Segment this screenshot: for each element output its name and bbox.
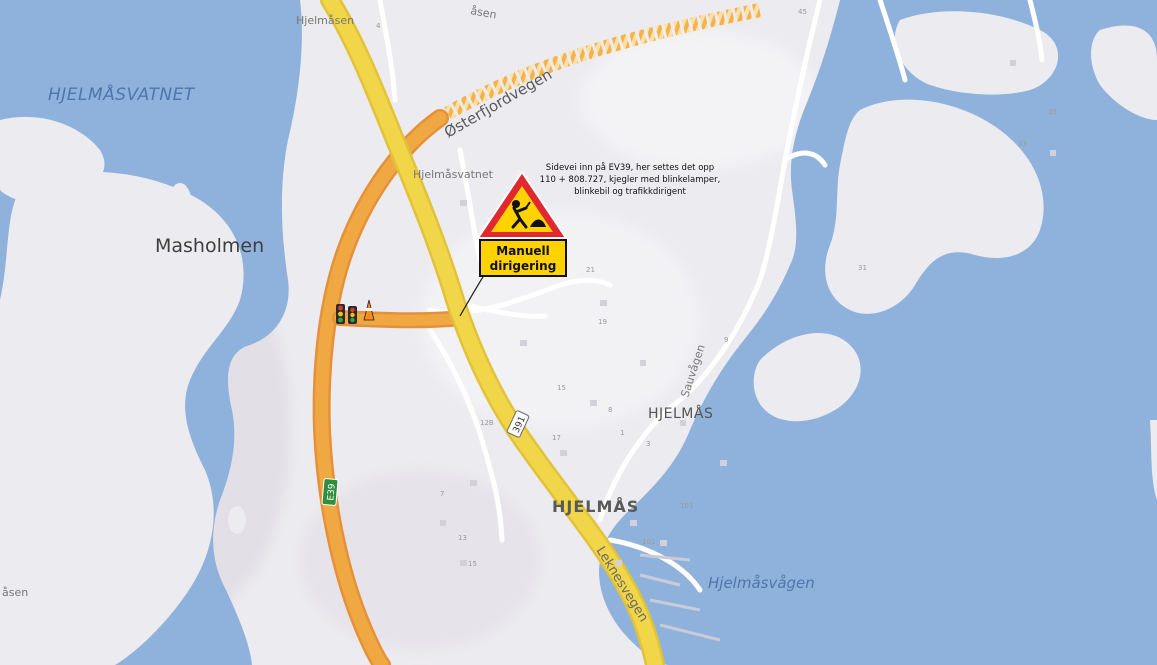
buildings <box>440 60 1056 566</box>
fjord-water <box>599 0 1157 665</box>
manual-direction-sign[interactable]: Manuell dirigering <box>479 239 567 277</box>
traffic-cone-icon[interactable] <box>363 299 375 321</box>
label-top-fragment: åsen <box>469 4 497 21</box>
svg-text:15: 15 <box>468 560 477 568</box>
svg-text:9: 9 <box>724 336 728 344</box>
svg-text:101: 101 <box>680 502 693 510</box>
label-lake: HJELMÅSVATNET <box>48 83 196 105</box>
label-hjelmasen-top: Hjelmåsen <box>296 14 354 27</box>
svg-text:21: 21 <box>586 266 595 274</box>
svg-text:12B: 12B <box>480 419 494 427</box>
main-road <box>320 0 665 665</box>
svg-text:blinkebil og trafikkdirigent: blinkebil og trafikkdirigent <box>574 187 686 197</box>
svg-text:3: 3 <box>646 440 650 448</box>
svg-text:19: 19 <box>598 318 607 326</box>
house-numbers: 4 45 35 33 21 19 15 17 3 12B 31 101 101 … <box>376 8 1057 568</box>
route-shield-e39: E39 <box>321 478 339 506</box>
svg-text:E39: E39 <box>326 483 337 501</box>
svg-text:17: 17 <box>552 434 561 442</box>
harbour-piers <box>639 553 721 642</box>
road-osterfjordvegen-tunnel <box>436 3 762 125</box>
svg-text:33: 33 <box>1018 140 1027 148</box>
svg-text:31: 31 <box>858 264 867 272</box>
svg-text:4: 4 <box>376 22 381 30</box>
svg-text:110 + 808.727, kjegler med bli: 110 + 808.727, kjegler med blinkelamper, <box>540 175 721 185</box>
svg-text:15: 15 <box>557 384 566 392</box>
label-edge-left: åsen <box>2 586 28 599</box>
svg-text:7: 7 <box>440 490 444 498</box>
svg-text:1: 1 <box>620 429 624 437</box>
label-hjelmas-village: HJELMÅS <box>552 497 639 516</box>
svg-text:Sidevei inn på EV39, her sette: Sidevei inn på EV39, her settes det opp <box>546 162 714 173</box>
label-masholmen: Masholmen <box>155 235 264 257</box>
svg-text:45: 45 <box>798 8 807 16</box>
lake-water <box>0 0 302 665</box>
svg-text:8: 8 <box>608 406 612 414</box>
roadworks-warning-icon[interactable] <box>477 171 567 239</box>
svg-text:13: 13 <box>458 534 467 542</box>
label-hjelmasvatnet-place: Hjelmåsvatnet <box>413 168 494 181</box>
svg-text:dirigering: dirigering <box>490 259 557 273</box>
label-hjelmas-upper: HJELMÅS <box>648 405 713 422</box>
traffic-light-icon[interactable] <box>336 304 345 324</box>
svg-text:35: 35 <box>1048 108 1057 116</box>
traffic-light-icon[interactable] <box>348 306 357 324</box>
label-bay: Hjelmåsvågen <box>708 574 815 592</box>
annotation-note: Sidevei inn på EV39, her settes det opp … <box>540 162 721 197</box>
minor-roads <box>377 0 1045 593</box>
svg-text:Manuell: Manuell <box>496 244 550 258</box>
svg-text:101: 101 <box>642 538 655 546</box>
